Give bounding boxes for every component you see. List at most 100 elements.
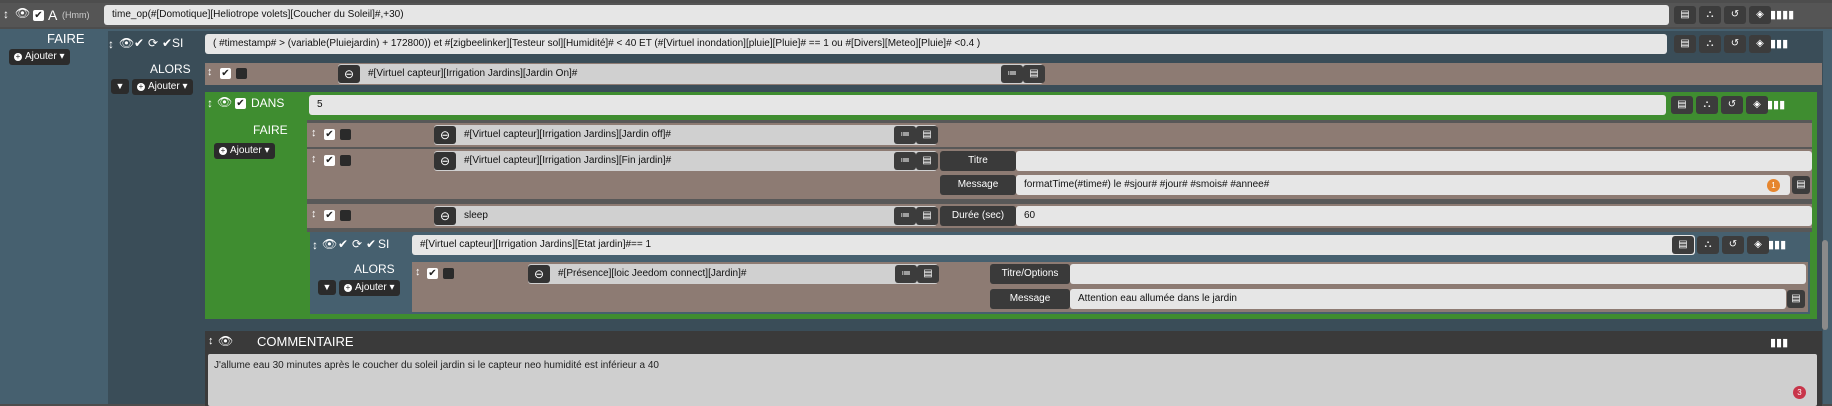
cube-icon[interactable]: ◈	[1746, 96, 1768, 114]
remove-icon[interactable]: ⊖	[528, 265, 550, 283]
refresh-icon[interactable]: ⟳	[148, 36, 159, 50]
option-checkbox[interactable]	[340, 210, 351, 221]
remove-icon[interactable]: ⊖	[434, 207, 456, 225]
action-cmd-group: ⊖ #[Virtuel capteur][Irrigation Jardins]…	[338, 64, 1045, 84]
scrollbar[interactable]	[1822, 240, 1828, 330]
enable-checkbox[interactable]: ✔	[33, 10, 44, 21]
copy-icons[interactable]: ▮▮▮	[1770, 337, 1789, 349]
enable-checkbox[interactable]: ✔	[220, 68, 231, 79]
copy-icons[interactable]: ▮▮▮	[1768, 239, 1787, 251]
card-icon[interactable]: ▤	[917, 265, 939, 283]
remove-icon[interactable]: ⊖	[434, 126, 456, 144]
option-checkbox[interactable]	[340, 129, 351, 140]
move-icon[interactable]: ↕	[3, 7, 9, 21]
list-icon[interactable]: ≔	[894, 207, 916, 225]
eye-icon[interactable]: 👁	[322, 237, 338, 251]
dans-action-row: ↕ ✔ ⊖ #[Virtuel capteur][Irrigation Jard…	[307, 149, 1812, 199]
history-icon[interactable]: ↺	[1724, 35, 1746, 53]
action-cmd-value[interactable]: #[Présence][loic Jeedom connect][Jardin]…	[558, 268, 747, 279]
move-icon[interactable]: ↕	[312, 238, 318, 252]
option-checkbox[interactable]	[236, 68, 247, 79]
sitemap-icon[interactable]: ⛬	[1697, 236, 1719, 254]
eye-icon[interactable]: 👁	[217, 95, 233, 109]
list-icon[interactable]: ▤	[1674, 6, 1696, 24]
eye-icon[interactable]: 👁	[15, 6, 31, 20]
action-cmd-value[interactable]: sleep	[464, 210, 488, 221]
option-checkbox[interactable]	[340, 155, 351, 166]
move-icon[interactable]: ↕	[311, 153, 317, 165]
list-icon[interactable]: ≔	[894, 126, 916, 144]
card-icon[interactable]: ▤	[916, 207, 938, 225]
card-icon[interactable]: ▤	[1792, 176, 1810, 194]
move-icon[interactable]: ↕	[207, 66, 213, 78]
history-icon[interactable]: ↺	[1724, 6, 1746, 24]
card-icon[interactable]: ▤	[916, 126, 938, 144]
list-icon[interactable]: ▤	[1671, 96, 1693, 114]
titre-options-field[interactable]	[1070, 264, 1806, 284]
list-icon[interactable]: ≔	[894, 152, 916, 170]
ajouter-button[interactable]: +Ajouter ▾	[9, 49, 70, 65]
message-field[interactable]: formatTime(#time#) le #sjour# #jour# #sm…	[1016, 175, 1790, 195]
remove-icon[interactable]: ⊖	[434, 152, 456, 170]
move-icon[interactable]: ↕	[415, 266, 421, 278]
alors-collapse[interactable]: ▼	[318, 280, 336, 295]
history-icon[interactable]: ↺	[1721, 96, 1743, 114]
cube-icon[interactable]: ◈	[1749, 35, 1771, 53]
duree-label: Durée (sec)	[940, 206, 1016, 226]
card-icon[interactable]: ▤	[1023, 65, 1045, 83]
action-cmd-group: ⊖ #[Virtuel capteur][Irrigation Jardins]…	[434, 125, 938, 145]
titre-field[interactable]	[1016, 151, 1812, 171]
sitemap-icon[interactable]: ⛬	[1696, 96, 1718, 114]
alors-collapse[interactable]: ▼	[111, 79, 129, 94]
action-cmd-value[interactable]: #[Virtuel capteur][Irrigation Jardins][J…	[368, 68, 578, 79]
copy-icons[interactable]: ▮▮▮▮	[1770, 9, 1795, 21]
ajouter-button[interactable]: +Ajouter ▾	[339, 280, 400, 296]
si-condition-field[interactable]: ( #timestamp# > (variable(Pluiejardin) +…	[205, 34, 1667, 54]
enable-checkbox[interactable]: ✔	[324, 155, 335, 166]
check-icon[interactable]: ✔	[366, 237, 377, 251]
action-cmd-value[interactable]: #[Virtuel capteur][Irrigation Jardins][J…	[464, 129, 671, 140]
cube-icon[interactable]: ◈	[1747, 236, 1769, 254]
commentaire-textarea[interactable]: J'allume eau 30 minutes après le coucher…	[208, 354, 1817, 406]
move-icon[interactable]: ↕	[207, 96, 213, 110]
check-icon[interactable]: ✔	[338, 237, 349, 251]
card-icon[interactable]: ▤	[1787, 290, 1805, 308]
check-icon[interactable]: ✔	[162, 36, 173, 50]
move-icon[interactable]: ↕	[311, 127, 317, 139]
enable-checkbox[interactable]: ✔	[427, 268, 438, 279]
remove-icon[interactable]: ⊖	[338, 65, 360, 83]
dans-action-row: ↕ ✔ ⊖ #[Virtuel capteur][Irrigation Jard…	[307, 123, 1812, 147]
eye-icon[interactable]: 👁	[218, 334, 234, 348]
copy-icons[interactable]: ▮▮▮	[1770, 38, 1789, 50]
copy-icons[interactable]: ▮▮▮	[1767, 99, 1786, 111]
enable-checkbox[interactable]: ✔	[324, 129, 335, 140]
refresh-icon[interactable]: ⟳	[352, 237, 363, 251]
sitemap-icon[interactable]: ⛬	[1699, 35, 1721, 53]
top-row: ↕ 👁 ✔ A (Hmm) time_op(#[Domotique][Helio…	[0, 3, 1832, 27]
list-icon[interactable]: ▤	[1674, 35, 1696, 53]
move-icon[interactable]: ↕	[311, 208, 317, 220]
ajouter-button[interactable]: +Ajouter ▾	[132, 79, 193, 95]
card-icon[interactable]: ▤	[916, 152, 938, 170]
message-field[interactable]: Attention eau allumée dans le jardin	[1070, 289, 1786, 309]
move-icon[interactable]: ↕	[208, 335, 214, 347]
trigger-expression-field[interactable]: time_op(#[Domotique][Heliotrope volets][…	[104, 5, 1669, 25]
list-icon[interactable]: ▤	[1672, 236, 1694, 254]
history-icon[interactable]: ↺	[1722, 236, 1744, 254]
check-icon[interactable]: ✔	[134, 36, 145, 50]
action-cmd-value[interactable]: #[Virtuel capteur][Irrigation Jardins][F…	[464, 155, 672, 166]
sitemap-icon[interactable]: ⛬	[1699, 6, 1721, 24]
dans-value-field[interactable]: 5	[309, 95, 1666, 115]
cube-icon[interactable]: ◈	[1749, 6, 1771, 24]
message-label: Message	[940, 175, 1016, 195]
list-icon[interactable]: ≔	[1001, 65, 1023, 83]
option-checkbox[interactable]	[443, 268, 454, 279]
duree-field[interactable]: 60	[1016, 206, 1812, 226]
move-icon[interactable]: ↕	[108, 37, 114, 51]
ajouter-button[interactable]: +Ajouter ▾	[214, 143, 275, 159]
si-condition-field[interactable]: #[Virtuel capteur][Irrigation Jardins][E…	[412, 235, 1695, 255]
eye-icon[interactable]: 👁	[119, 36, 135, 50]
enable-checkbox[interactable]: ✔	[324, 210, 335, 221]
enable-checkbox[interactable]: ✔	[235, 98, 246, 109]
list-icon[interactable]: ≔	[895, 265, 917, 283]
